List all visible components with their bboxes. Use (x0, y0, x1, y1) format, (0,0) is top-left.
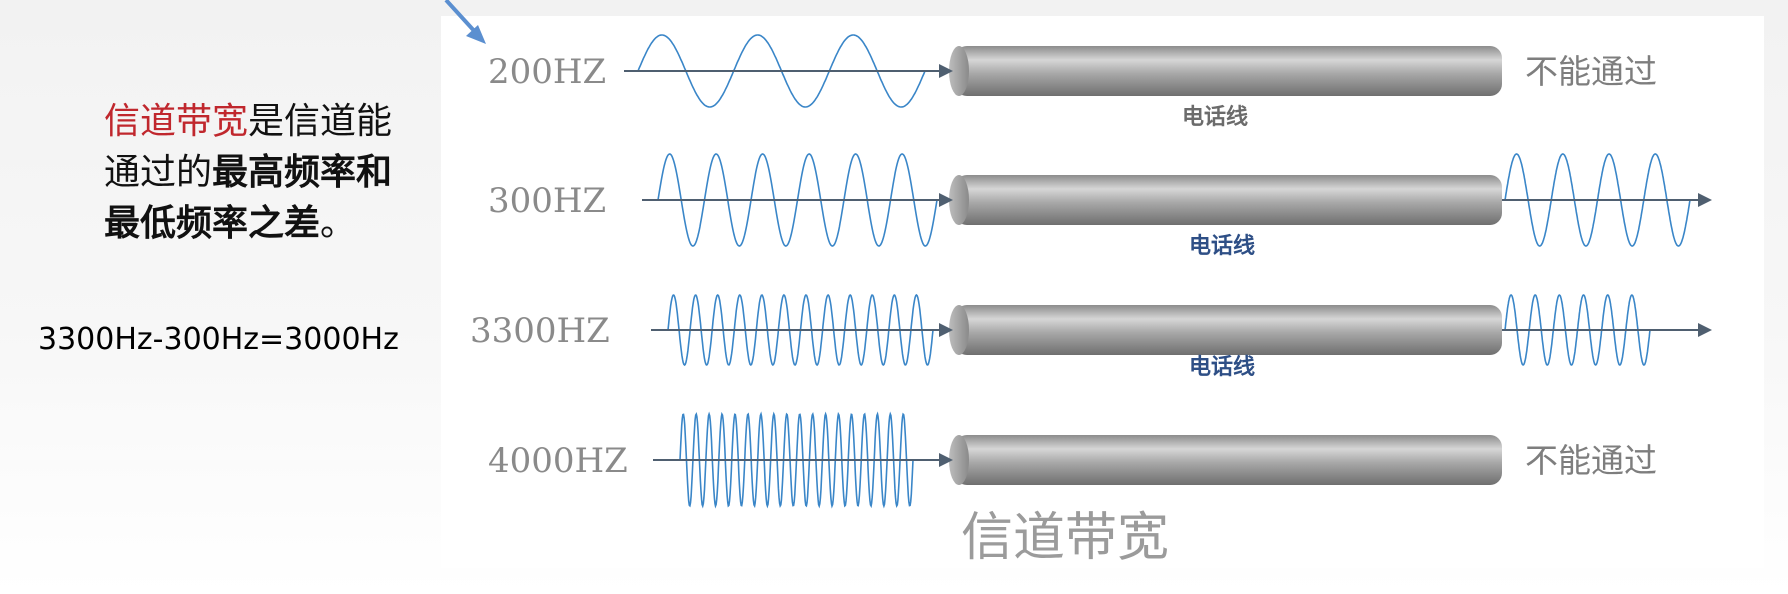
definition-bold: 最高频率和最低频率之差 (104, 151, 393, 244)
frequency-label: 300HZ (488, 181, 606, 221)
telephone-line-tube (955, 46, 1502, 96)
tube-end-cap (949, 175, 969, 225)
definition-connector: 是信道能通过的 (104, 101, 393, 193)
telephone-line-tube (955, 305, 1502, 355)
telephone-line-label: 电话线 (1182, 104, 1248, 130)
signal-row-4: 4000HZ 不能通过 (488, 411, 1657, 509)
blocked-label: 不能通过 (1525, 52, 1657, 91)
definition-term: 信道带宽 (104, 101, 249, 142)
telephone-line-label: 电话线 (1189, 354, 1255, 380)
blocked-label: 不能通过 (1525, 441, 1657, 480)
telephone-line-tube (955, 175, 1502, 225)
signal-row-2: 300HZ 电话线 (488, 153, 1712, 259)
frequency-label: 4000HZ (488, 441, 628, 481)
frequency-label: 200HZ (488, 52, 606, 92)
bandwidth-formula: 3300Hz-300Hz=3000Hz (38, 322, 399, 357)
telephone-line-label: 电话线 (1189, 233, 1255, 259)
tube-end-cap (949, 46, 969, 96)
pointer-arrow-icon (444, 0, 486, 44)
frequency-label: 3300HZ (470, 311, 610, 351)
definition-end: 。 (320, 203, 357, 244)
definition-text: 信道带宽是信道能通过的最高频率和最低频率之差。 (104, 96, 404, 249)
signal-row-3: 3300HZ 电话线 (470, 293, 1712, 380)
tube-end-cap (949, 305, 969, 355)
diagram-caption: 信道带宽 (961, 508, 1169, 568)
tube-end-cap (949, 435, 969, 485)
telephone-line-tube (955, 435, 1502, 485)
